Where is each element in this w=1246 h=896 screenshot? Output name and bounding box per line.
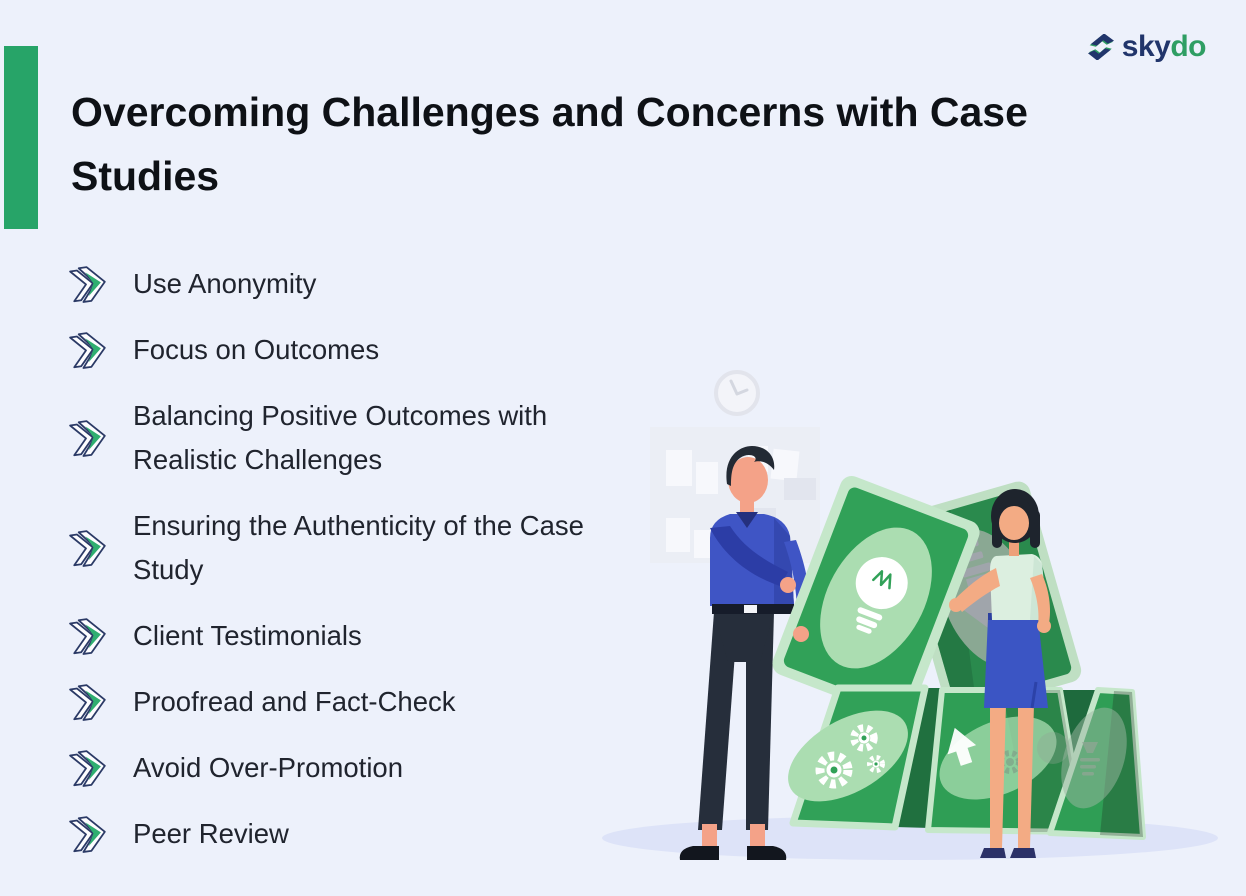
accent-bar bbox=[4, 46, 38, 229]
list-item-label: Avoid Over-Promotion bbox=[133, 752, 404, 783]
up-arrow-icon bbox=[947, 727, 977, 766]
lightbulb-icon bbox=[855, 557, 908, 634]
logo-text-do: do bbox=[1170, 30, 1206, 63]
double-chevron-icon bbox=[66, 263, 112, 305]
skydo-logo: skydo bbox=[1084, 30, 1206, 64]
double-chevron-icon bbox=[66, 681, 112, 723]
page-title-line1: Overcoming Challenges and Concerns with … bbox=[71, 89, 1028, 135]
list-item: Focus on Outcomes bbox=[66, 328, 618, 372]
list-item: Ensuring the Authenticity of the Case St… bbox=[66, 504, 618, 592]
list-item: Avoid Over-Promotion bbox=[66, 746, 618, 790]
page-title-line2: Studies bbox=[71, 153, 220, 199]
list-item: Balancing Positive Outcomes with Realist… bbox=[66, 394, 618, 482]
double-chevron-icon bbox=[66, 417, 112, 459]
double-chevron-icon bbox=[66, 813, 112, 855]
faint-lamp-icon bbox=[1080, 742, 1100, 776]
list-item-label: Use Anonymity bbox=[133, 268, 317, 299]
list-item: Use Anonymity bbox=[66, 262, 618, 306]
skydo-double-chevron-icon bbox=[1087, 33, 1114, 61]
clock-icon bbox=[714, 370, 760, 416]
logo-text-sky: sky bbox=[1121, 30, 1171, 63]
double-chevron-icon bbox=[66, 527, 112, 569]
double-chevron-icon bbox=[66, 615, 112, 657]
list-item: Client Testimonials bbox=[66, 614, 618, 658]
list-item-label: Proofread and Fact-Check bbox=[133, 686, 456, 717]
bullet-list: Use Anonymity Focus on Outcomes Balancin… bbox=[66, 262, 618, 856]
double-chevron-icon bbox=[66, 747, 112, 789]
double-chevron-icon bbox=[66, 329, 112, 371]
man-hand bbox=[780, 577, 796, 593]
list-item-label: Client Testimonials bbox=[133, 620, 362, 651]
list-item: Proofread and Fact-Check bbox=[66, 680, 618, 724]
list-item: Peer Review bbox=[66, 812, 618, 856]
gears-icon bbox=[815, 724, 885, 789]
man-hand bbox=[793, 626, 809, 642]
card-pyramid bbox=[788, 684, 1146, 840]
page-title: Overcoming Challenges and Concerns with … bbox=[71, 80, 1131, 208]
list-item-label: Ensuring the Authenticity of the Case St… bbox=[133, 510, 584, 585]
list-item-label: Peer Review bbox=[133, 818, 289, 849]
lightbulb-card bbox=[772, 476, 980, 720]
list-item-label: Focus on Outcomes bbox=[133, 334, 380, 365]
list-item-label: Balancing Positive Outcomes with Realist… bbox=[133, 400, 548, 475]
woman-figure bbox=[949, 489, 1051, 858]
illustration bbox=[602, 370, 1218, 860]
logo-wordmark: skydo bbox=[1121, 30, 1207, 64]
